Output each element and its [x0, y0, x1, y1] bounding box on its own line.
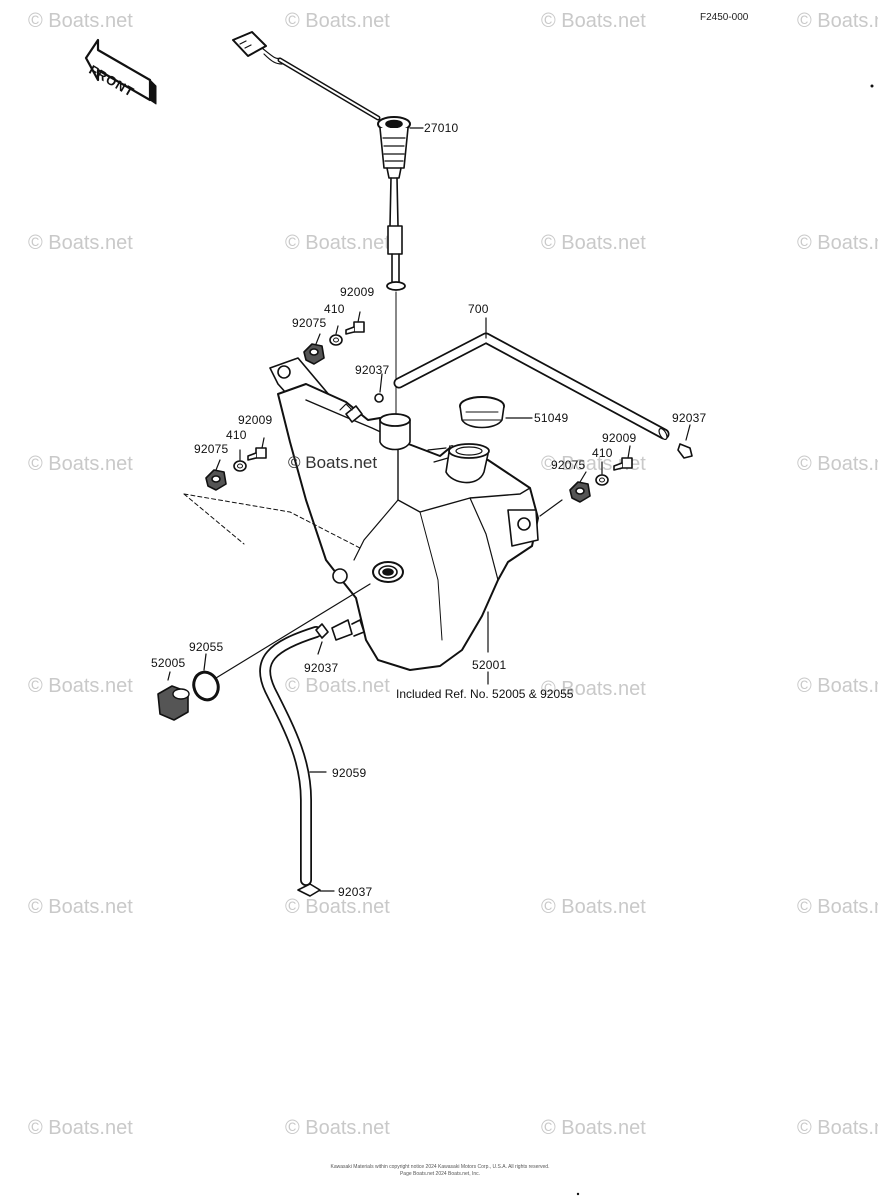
watermark: © Boats.net — [28, 232, 133, 254]
sensor-wire — [232, 31, 381, 121]
clip-92037-lower — [315, 623, 329, 655]
watermark: © Boats.net — [28, 896, 133, 918]
watermark: © Boats.net — [541, 453, 646, 475]
callout-92075-top: 92075 — [292, 316, 327, 330]
callout-52005: 52005 — [151, 656, 186, 670]
watermark: © Boats.net — [797, 1117, 878, 1139]
watermark: © Boats.net — [285, 232, 390, 254]
watermark: © Boats.net — [797, 453, 878, 475]
watermark: © Boats.net — [541, 10, 646, 32]
watermark: © Boats.net — [541, 678, 646, 700]
callout-92037-center: 92037 — [355, 363, 390, 377]
callout-92059: 92059 — [332, 766, 367, 780]
callout-92037-right: 92037 — [672, 411, 707, 425]
copyright-line-1: Kawasaki Materials within copyright noti… — [330, 1164, 550, 1170]
copyright-line-2: Page Boats.net 2024 Boats.net, Inc. — [399, 1171, 481, 1177]
callout-27010: 27010 — [424, 121, 459, 135]
clip-92037-center — [374, 373, 384, 403]
clip-92037-bottom — [297, 883, 335, 897]
watermark: © Boats.net — [28, 675, 133, 697]
watermark: © Boats.net — [541, 1117, 646, 1139]
center-watermark: © Boats.net — [288, 453, 378, 472]
callout-410-right: 410 — [592, 446, 613, 460]
callout-92055: 92055 — [189, 640, 224, 654]
callout-92075-right: 92075 — [551, 458, 586, 472]
callout-51049: 51049 — [534, 411, 569, 425]
watermark: © Boats.net — [797, 896, 878, 918]
plug-52005 — [157, 671, 190, 721]
oring-92055 — [192, 583, 371, 702]
watermark: © Boats.net — [285, 1117, 390, 1139]
watermark: © Boats.net — [797, 675, 878, 697]
bolt-set-left — [205, 437, 267, 491]
cap-51049 — [459, 396, 533, 429]
sensor-27010 — [377, 116, 411, 421]
callout-92075-left: 92075 — [194, 442, 229, 456]
watermark: © Boats.net — [797, 232, 878, 254]
callout-410-top: 410 — [324, 302, 345, 316]
callout-92009-top: 92009 — [340, 285, 375, 299]
callout-92009-right: 92009 — [602, 431, 637, 445]
callout-410-left: 410 — [226, 428, 247, 442]
callout-700: 700 — [468, 302, 489, 316]
callout-92037-lower: 92037 — [304, 661, 339, 675]
watermark: © Boats.net — [285, 896, 390, 918]
watermark: © Boats.net — [285, 675, 390, 697]
watermark: © Boats.net — [541, 232, 646, 254]
front-arrow — [84, 38, 157, 105]
watermark: © Boats.net — [797, 10, 878, 32]
callout-92009-left: 92009 — [238, 413, 273, 427]
bolt-set-right — [569, 445, 633, 503]
bolt-set-top — [303, 311, 365, 365]
watermark: © Boats.net — [285, 10, 390, 32]
watermark: © Boats.net — [28, 1117, 133, 1139]
tank-52001 — [269, 357, 563, 685]
hose-700 — [393, 317, 670, 441]
hose-92059 — [259, 626, 327, 886]
included-note: Included Ref. No. 52005 & 92055 — [396, 687, 574, 701]
callout-92037-bottom: 92037 — [338, 885, 373, 899]
clip-92037-right — [677, 424, 693, 459]
watermark: © Boats.net — [28, 453, 133, 475]
watermark: © Boats.net — [28, 10, 133, 32]
diagram-code: F2450-000 — [700, 12, 749, 23]
watermark: © Boats.net — [541, 896, 646, 918]
callout-52001: 52001 — [472, 658, 507, 672]
